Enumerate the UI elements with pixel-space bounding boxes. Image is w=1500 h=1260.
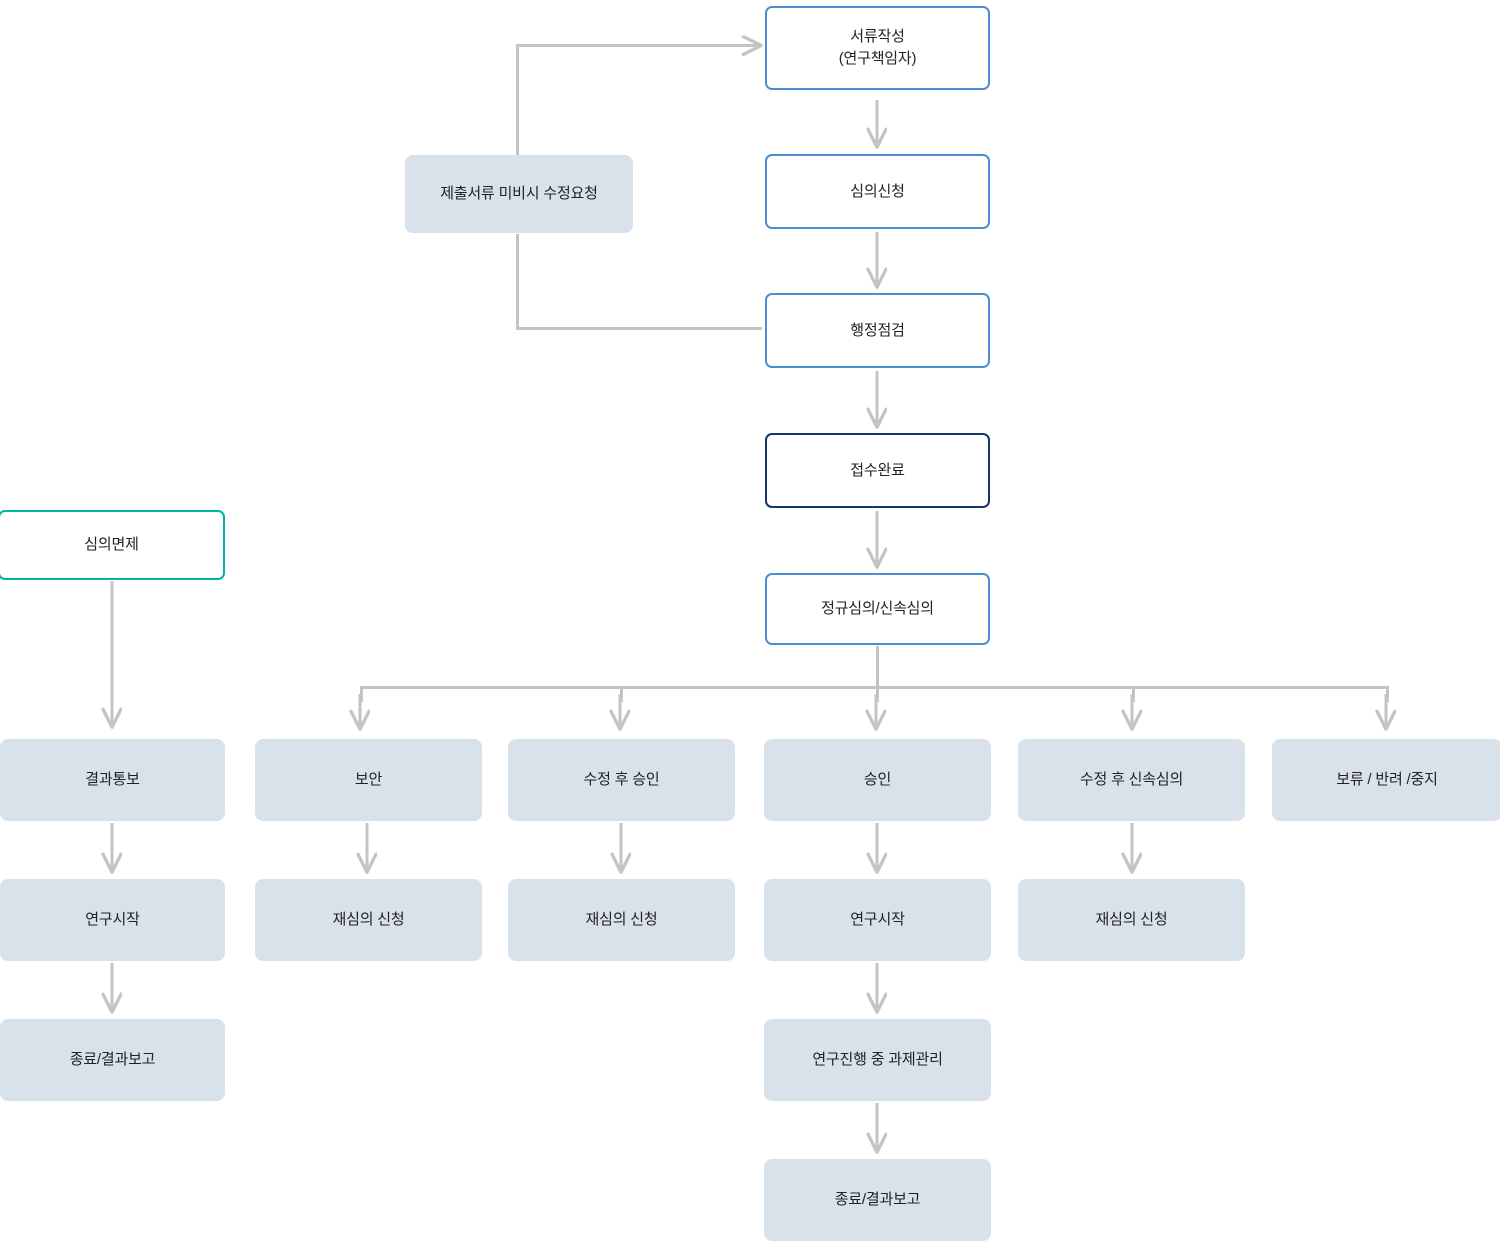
node-revision-request[interactable]: 제출서류 미비시 수정요청 xyxy=(405,155,633,233)
connector-bus-drop-approval xyxy=(876,686,879,702)
connector-revision-to-docprep-vertical xyxy=(516,46,519,156)
connector-bus-drop-expedited xyxy=(1132,686,1135,702)
node-review-application[interactable]: 심의신청 xyxy=(765,154,990,229)
connector-review-to-bus-vertical xyxy=(876,646,879,689)
node-document-preparation[interactable]: 서류작성 (연구책임자) xyxy=(765,6,990,90)
node-review-exemption[interactable]: 심의면제 xyxy=(0,510,225,580)
node-reexam-expedited[interactable]: 재심의 신청 xyxy=(1018,879,1245,961)
node-result-notice[interactable]: 결과통보 xyxy=(0,739,225,821)
node-administrative-check[interactable]: 행정점검 xyxy=(765,293,990,368)
node-security[interactable]: 보안 xyxy=(255,739,482,821)
connector-admincheck-to-revision-vertical xyxy=(516,234,519,330)
connector-bus-drop-hold xyxy=(1386,686,1389,702)
node-final-report-approval[interactable]: 종료/결과보고 xyxy=(764,1159,991,1241)
node-reexam-security[interactable]: 재심의 신청 xyxy=(255,879,482,961)
connector-admincheck-to-revision-horizontal xyxy=(516,327,762,330)
connector-bus-drop-result xyxy=(360,686,363,702)
node-regular-expedited-review[interactable]: 정규심의/신속심의 xyxy=(765,573,990,645)
connector-bus-drop-security xyxy=(620,686,623,702)
node-reexam-after-revision[interactable]: 재심의 신청 xyxy=(508,879,735,961)
node-research-start-approval[interactable]: 연구시작 xyxy=(764,879,991,961)
node-receipt-complete[interactable]: 접수완료 xyxy=(765,433,990,508)
node-expedited-after-revision[interactable]: 수정 후 신속심의 xyxy=(1018,739,1245,821)
node-final-report-exemption[interactable]: 종료/결과보고 xyxy=(0,1019,225,1101)
node-in-progress-management[interactable]: 연구진행 중 과제관리 xyxy=(764,1019,991,1101)
connector-branch-bus xyxy=(360,686,1388,689)
node-research-start-exemption[interactable]: 연구시작 xyxy=(0,879,225,961)
node-approve-after-revision[interactable]: 수정 후 승인 xyxy=(508,739,735,821)
connector-revision-to-docprep-horizontal xyxy=(516,44,746,47)
node-hold-return-stop[interactable]: 보류 / 반려 /중지 xyxy=(1272,739,1500,821)
node-approval[interactable]: 승인 xyxy=(764,739,991,821)
